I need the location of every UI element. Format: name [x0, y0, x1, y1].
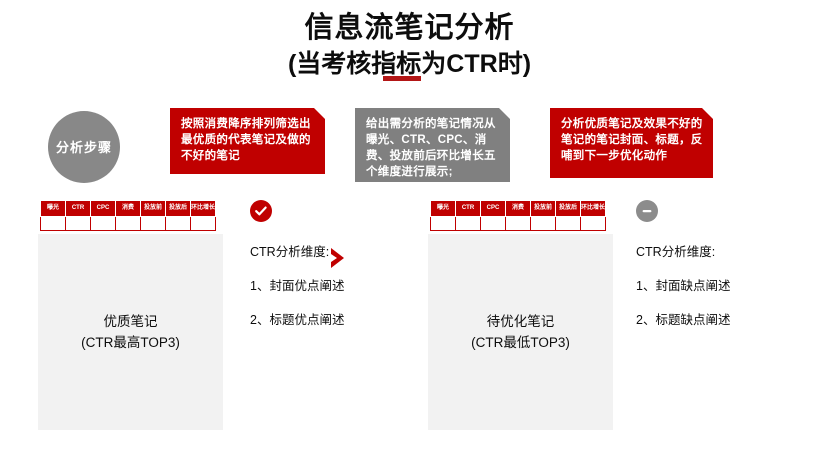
title-line-2: (当考核指标为CTR时): [287, 50, 532, 78]
col-spend: 消费: [115, 200, 141, 217]
col-ctr: CTR: [455, 200, 481, 217]
note-card-quality-text: 优质笔记 (CTR最高TOP3): [81, 311, 180, 353]
table-header-row: 曝光 CTR CPC 消费 投放前 投放后 环比增长: [430, 200, 606, 217]
col-growth: 环比增长: [580, 200, 606, 217]
metrics-table-right: 曝光 CTR CPC 消费 投放前 投放后 环比增长: [430, 200, 606, 231]
metrics-table-left: 曝光 CTR CPC 消费 投放前 投放后 环比增长: [40, 200, 216, 231]
annotation-quality-heading: CTR分析维度:: [250, 245, 330, 259]
title-line-2-wrapper: (当考核指标为CTR时): [287, 48, 532, 81]
col-after: 投放后: [165, 200, 191, 217]
flow-start-circle: 分析步骤: [48, 111, 120, 183]
table-header-row: 曝光 CTR CPC 消费 投放前 投放后 环比增长: [40, 200, 216, 217]
col-growth: 环比增长: [190, 200, 216, 217]
cell-before: [140, 216, 166, 231]
chevron-right-icon-1: [330, 247, 347, 269]
col-after: 投放后: [555, 200, 581, 217]
col-exposure: 曝光: [40, 200, 66, 217]
table-row: [430, 216, 606, 231]
cell-before: [530, 216, 556, 231]
col-before: 投放前: [140, 200, 166, 217]
annotation-quality-item-2: 2、标题优点阐述: [250, 313, 345, 327]
col-ctr: CTR: [65, 200, 91, 217]
cell-growth: [580, 216, 606, 231]
cell-cpc: [480, 216, 506, 231]
flow-step-2: 给出需分析的笔记情况从曝光、CTR、CPC、消费、投放前后环比增长五个维度进行展…: [355, 108, 510, 182]
col-spend: 消费: [505, 200, 531, 217]
cell-spend: [505, 216, 531, 231]
cell-after: [555, 216, 581, 231]
note-card-quality: 优质笔记 (CTR最高TOP3): [38, 234, 223, 430]
note-card-optimize-subtitle: (CTR最低TOP3): [471, 335, 570, 350]
panel-optimize-notes: 曝光 CTR CPC 消费 投放前 投放后 环比增长: [428, 200, 613, 430]
cell-after: [165, 216, 191, 231]
annotation-optimize: CTR分析维度: 1、封面缺点阐述 2、标题缺点阐述: [636, 200, 730, 328]
cell-cpc: [90, 216, 116, 231]
page-title: 信息流笔记分析 (当考核指标为CTR时): [0, 10, 819, 81]
annotation-quality-item-1: 1、封面优点阐述: [250, 279, 345, 293]
annotation-optimize-item-2: 2、标题缺点阐述: [636, 313, 731, 327]
cell-growth: [190, 216, 216, 231]
note-card-optimize: 待优化笔记 (CTR最低TOP3): [428, 234, 613, 430]
flow-start-label: 分析步骤: [55, 139, 112, 155]
col-cpc: CPC: [90, 200, 116, 217]
flow-step-3: 分析优质笔记及效果不好的笔记的笔记封面、标题，反哺到下一步优化动作: [550, 108, 713, 178]
cell-spend: [115, 216, 141, 231]
note-card-quality-subtitle: (CTR最高TOP3): [81, 335, 180, 350]
minus-circle-icon: [636, 200, 658, 222]
note-card-optimize-text: 待优化笔记 (CTR最低TOP3): [471, 311, 570, 353]
cell-exposure: [40, 216, 66, 231]
annotation-quality: CTR分析维度: 1、封面优点阐述 2、标题优点阐述: [250, 200, 344, 328]
note-card-quality-title: 优质笔记: [103, 314, 158, 329]
table-row: [40, 216, 216, 231]
col-cpc: CPC: [480, 200, 506, 217]
note-card-optimize-title: 待优化笔记: [486, 314, 555, 329]
title-line-1: 信息流笔记分析: [304, 12, 515, 44]
panel-quality-notes: 曝光 CTR CPC 消费 投放前 投放后 环比增长: [38, 200, 223, 430]
flow-step-1: 按照消费降序排列筛选出最优质的代表笔记及做的不好的笔记: [170, 108, 325, 174]
cell-ctr: [65, 216, 91, 231]
title-underline-accent: [382, 76, 421, 81]
cell-exposure: [430, 216, 456, 231]
cell-ctr: [455, 216, 481, 231]
col-exposure: 曝光: [430, 200, 456, 217]
col-before: 投放前: [530, 200, 556, 217]
annotation-optimize-heading: CTR分析维度:: [636, 245, 716, 259]
annotation-optimize-item-1: 1、封面缺点阐述: [636, 279, 731, 293]
check-circle-icon: [250, 200, 272, 222]
process-flow: 分析步骤 按照消费降序排列筛选出最优质的代表笔记及做的不好的笔记 给出需分析的笔…: [0, 108, 819, 270]
